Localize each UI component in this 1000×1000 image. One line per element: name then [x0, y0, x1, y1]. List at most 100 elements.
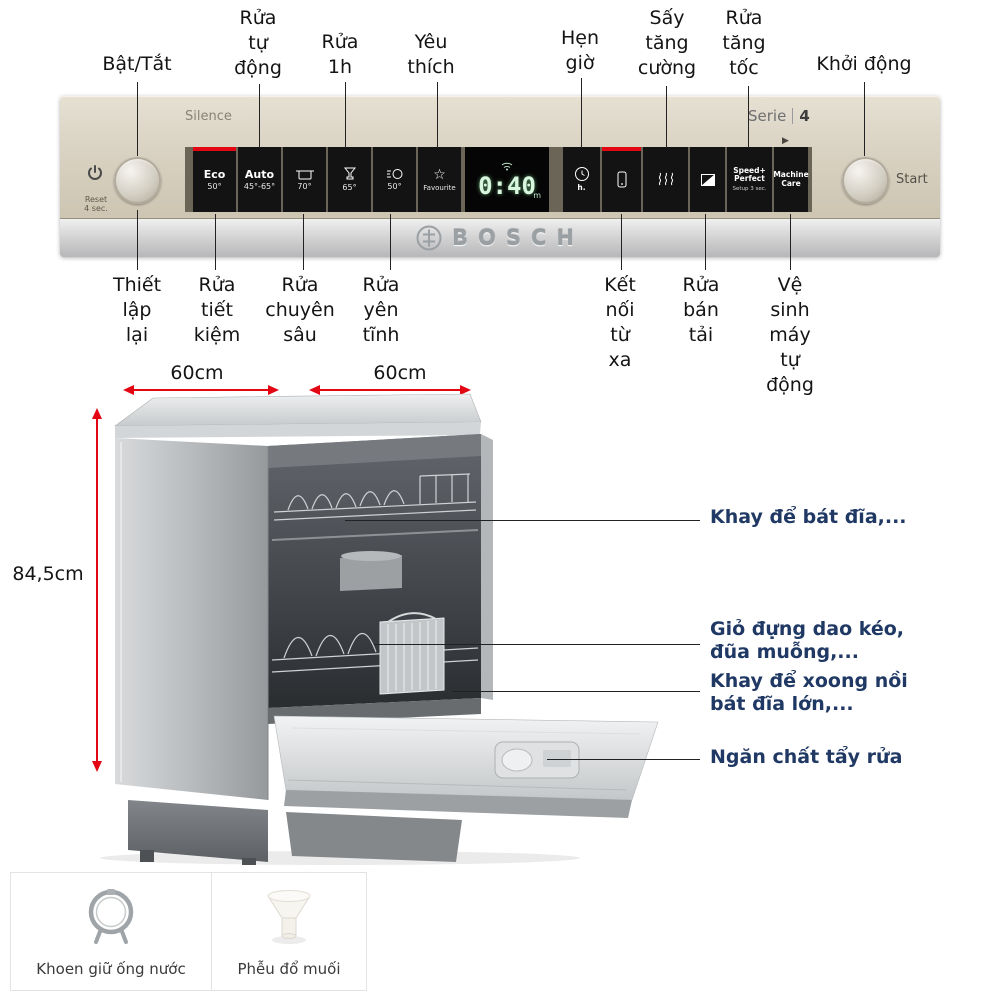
program-name: Eco	[203, 167, 226, 181]
dishwasher-top	[114, 393, 482, 427]
callout-cutlery-basket: Giỏ đựng dao kéo, đũa muỗng,...	[710, 618, 905, 663]
dimension-arrows	[92, 385, 471, 772]
detergent-dispenser	[494, 741, 580, 779]
callout-line	[374, 644, 700, 645]
label-power: Bật/Tắt	[102, 53, 172, 75]
label-remote: Kết nối từ xa	[604, 274, 636, 371]
callout-dispenser: Ngăn chất tẩy rửa	[710, 746, 903, 768]
option-sublabel: Setup 3 sec.	[732, 185, 767, 192]
label-favourite: Yêu thích	[407, 31, 455, 78]
label-extra-dry: Sấy tăng cường	[637, 7, 697, 79]
phone-icon	[617, 171, 626, 188]
kick-plate	[128, 800, 268, 862]
salt-funnel-icon	[267, 889, 311, 944]
label-intensive: Rửa chuyên sâu	[265, 274, 335, 346]
leader-line	[790, 214, 791, 270]
reset-label: Reset 4 sec.	[84, 195, 108, 213]
hose-ring-icon	[88, 888, 134, 944]
leader-line	[137, 82, 138, 156]
label-eco-wash: Rửa tiết kiệm	[193, 274, 241, 346]
leader-line	[137, 210, 138, 270]
leader-line	[705, 214, 706, 270]
upper-rack	[273, 473, 477, 521]
leader-line	[581, 78, 582, 148]
leader-line	[748, 86, 749, 148]
dimension-depth: 60cm	[373, 362, 427, 384]
dimension-height: 84,5cm	[12, 563, 84, 585]
control-panel: Silence Serie 4 Reset 4 sec. ▶ Start Eco…	[60, 96, 940, 257]
glass-icon	[343, 167, 356, 180]
callout-upper-rack: Khay để bát đĩa,...	[710, 506, 907, 528]
remaining-time: 0:40	[478, 172, 536, 200]
label-start: Khởi động	[816, 53, 912, 75]
pot-icon	[295, 170, 314, 180]
power-button[interactable]	[114, 157, 161, 204]
leader-line	[259, 84, 260, 148]
option-label: h.	[577, 183, 586, 193]
option-button-speed-perfect[interactable]: Speed+ Perfect Setup 3 sec.	[727, 147, 772, 212]
silence-label: Silence	[185, 109, 232, 124]
callout-line	[547, 759, 700, 760]
play-icon: ▶	[782, 136, 789, 146]
program-button-eco[interactable]: Eco 50°	[193, 147, 236, 212]
label-speed-wash: Rửa tăng tốc	[722, 7, 766, 79]
label-silent-wash: Rửa yên tĩnh	[362, 274, 400, 346]
program-name: Auto	[244, 167, 275, 181]
inner-tub-item	[340, 555, 402, 591]
option-button-machine-care[interactable]: Machine Care	[773, 147, 809, 212]
steam-icon	[658, 172, 673, 185]
label-machine-care: Vệ sinh máy tự động	[766, 274, 814, 396]
label-reset: Thiết lập lại	[112, 274, 162, 346]
program-temp: 45°-65°	[243, 181, 276, 191]
leader-line	[621, 214, 622, 270]
wifi-icon	[501, 162, 513, 171]
program-name: Favourite	[423, 183, 456, 192]
dishwasher-side	[115, 438, 268, 800]
program-button-quick[interactable]: 50°	[373, 147, 416, 212]
power-icon	[88, 165, 102, 180]
leader-line	[390, 214, 391, 270]
label-timer: Hẹn giờ	[560, 27, 600, 74]
accessory-salt-funnel: Phễu đổ muối	[212, 873, 366, 990]
clock-icon	[574, 167, 589, 182]
accessory-hose-ring: Khoen giữ ống nước	[11, 873, 212, 990]
callout-line	[452, 691, 700, 692]
start-label: Start	[896, 172, 928, 187]
cutlery-basket	[379, 612, 445, 695]
option-label: Machine Care	[773, 170, 809, 188]
option-button-timer[interactable]: h.	[563, 147, 600, 212]
label-auto-wash: Rửa tự động	[234, 7, 282, 79]
label-1h-wash: Rửa 1h	[321, 31, 359, 78]
callout-line	[345, 520, 700, 521]
brand-plate: BOSCH	[60, 218, 940, 257]
quick-wash-icon	[386, 169, 402, 179]
program-temp: 65°	[342, 183, 357, 192]
button-strip: Eco 50° Auto 45°-65° 70° 65° 50° ☆ Favo	[185, 147, 812, 212]
option-button-half-load[interactable]	[690, 147, 725, 212]
bosch-logo-text: BOSCH	[452, 226, 584, 250]
program-button-1h[interactable]: 65°	[328, 147, 371, 212]
bosch-logo-icon	[416, 225, 442, 251]
selected-option-indicator	[602, 147, 641, 151]
serie-badge: Serie 4	[748, 107, 810, 125]
selected-program-indicator	[193, 147, 236, 151]
leader-line	[215, 214, 216, 270]
serie-number: 4	[799, 107, 810, 125]
option-button-remote[interactable]	[602, 147, 641, 212]
serie-label: Serie	[748, 107, 787, 125]
leader-line	[864, 82, 865, 156]
accessories-table: Khoen giữ ống nước Phễu đổ muối	[10, 872, 367, 991]
program-temp: 50°	[387, 182, 402, 191]
start-button[interactable]	[842, 157, 889, 204]
time-display: 0:40 m	[465, 147, 549, 212]
option-button-extra-dry[interactable]	[643, 147, 688, 212]
dishwasher-illustration	[92, 385, 659, 865]
dimension-width: 60cm	[170, 362, 224, 384]
program-button-intensive[interactable]: 70°	[283, 147, 326, 212]
leader-line	[303, 214, 304, 270]
program-button-favourite[interactable]: ☆ Favourite	[418, 147, 461, 212]
half-load-icon	[700, 173, 715, 186]
option-label: Speed+ Perfect	[733, 165, 766, 183]
program-button-auto[interactable]: Auto 45°-65°	[238, 147, 281, 212]
